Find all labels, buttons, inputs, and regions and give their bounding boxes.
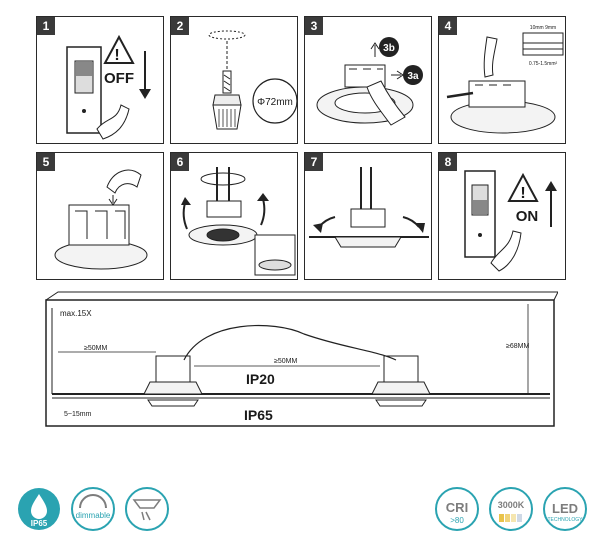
step-number: 4	[439, 17, 457, 35]
step-number: 2	[171, 17, 189, 35]
droplet-icon	[31, 494, 47, 519]
svg-text:3b: 3b	[383, 43, 395, 54]
step-panel-3: 3 3b 3a	[304, 16, 432, 144]
svg-text:!: !	[114, 47, 119, 64]
side-clearance: ≥50MM	[84, 345, 107, 352]
ceiling-thickness: 5~15mm	[64, 411, 92, 418]
step-number: 6	[171, 153, 189, 171]
dimmable-badge: dimmable	[70, 486, 116, 537]
between-clearance: ≥50MM	[274, 358, 297, 365]
cable-section: 0.75-1.5mm²	[529, 61, 558, 67]
step-panel-7: 7	[304, 152, 432, 280]
ip20-label: IP20	[246, 371, 275, 387]
step-panel-8: 8 ! ON	[438, 152, 566, 280]
dimmer-arc-icon	[79, 494, 107, 509]
step-3a-badge	[403, 65, 423, 85]
arrow-up-icon	[545, 181, 557, 191]
svg-text:3000K: 3000K	[498, 500, 525, 510]
cri-badge: CRI >80	[434, 486, 480, 537]
svg-text:IP65: IP65	[31, 519, 48, 528]
step-number: 8	[439, 153, 457, 171]
max-quantity-label: max.15X	[60, 309, 92, 318]
ceiling-mount-illustration	[309, 167, 429, 248]
off-label: OFF	[104, 70, 134, 87]
warning-icon	[507, 172, 539, 202]
terminal-close-illustration	[54, 169, 148, 270]
svg-text:dimmable: dimmable	[76, 511, 111, 520]
led-badge: LED TECHNOLOGY	[542, 486, 588, 537]
switch-off-illustration: ! OFF	[66, 34, 151, 140]
arrow-down-icon	[139, 89, 151, 99]
svg-text:TECHNOLOGY: TECHNOLOGY	[547, 517, 583, 523]
step-panel-1: 1 ! OFF	[36, 16, 164, 144]
spring-clip-illustration	[181, 167, 296, 276]
step-3b-badge	[379, 37, 399, 57]
cutout-illustration: Φ72mm	[208, 30, 297, 130]
cct-badge: 3000K	[488, 486, 534, 537]
installation-diagram: max.15X ≥50MM ≥50MM ≥68MM 5~15mm IP20 IP…	[45, 291, 558, 427]
svg-text:>80: >80	[450, 516, 464, 525]
wire-insert-illustration: 10mm 9mm 0.75-1.5mm²	[446, 25, 564, 134]
height-clearance: ≥68MM	[506, 343, 529, 350]
terminal-open-illustration: 3b 3a	[316, 37, 423, 126]
strip-length: 10mm 9mm	[530, 25, 556, 31]
step-panel-4: 4 10mm 9mm 0.75-1.5mm²	[438, 16, 566, 144]
step-number: 1	[37, 17, 55, 35]
downlight-icon	[132, 499, 162, 509]
ip65-label: IP65	[244, 407, 273, 423]
warning-icon	[103, 34, 135, 64]
step-panel-5: 5	[36, 152, 164, 280]
step-panel-2: 2 Φ72mm	[170, 16, 298, 144]
step-number: 3	[305, 17, 323, 35]
switch-on-illustration: ! ON	[464, 170, 557, 272]
svg-text:CRI: CRI	[446, 500, 468, 515]
step-panel-6: 6	[170, 152, 298, 280]
step-number: 7	[305, 153, 323, 171]
svg-text:!: !	[520, 185, 525, 202]
cutout-diameter: Φ72mm	[257, 97, 293, 108]
svg-text:3a: 3a	[407, 71, 419, 82]
on-label: ON	[516, 208, 539, 225]
step-number: 5	[37, 153, 55, 171]
ceiling-lamp-badge	[124, 486, 170, 537]
svg-text:LED: LED	[552, 501, 578, 516]
ip65-badge: IP65	[16, 486, 62, 537]
